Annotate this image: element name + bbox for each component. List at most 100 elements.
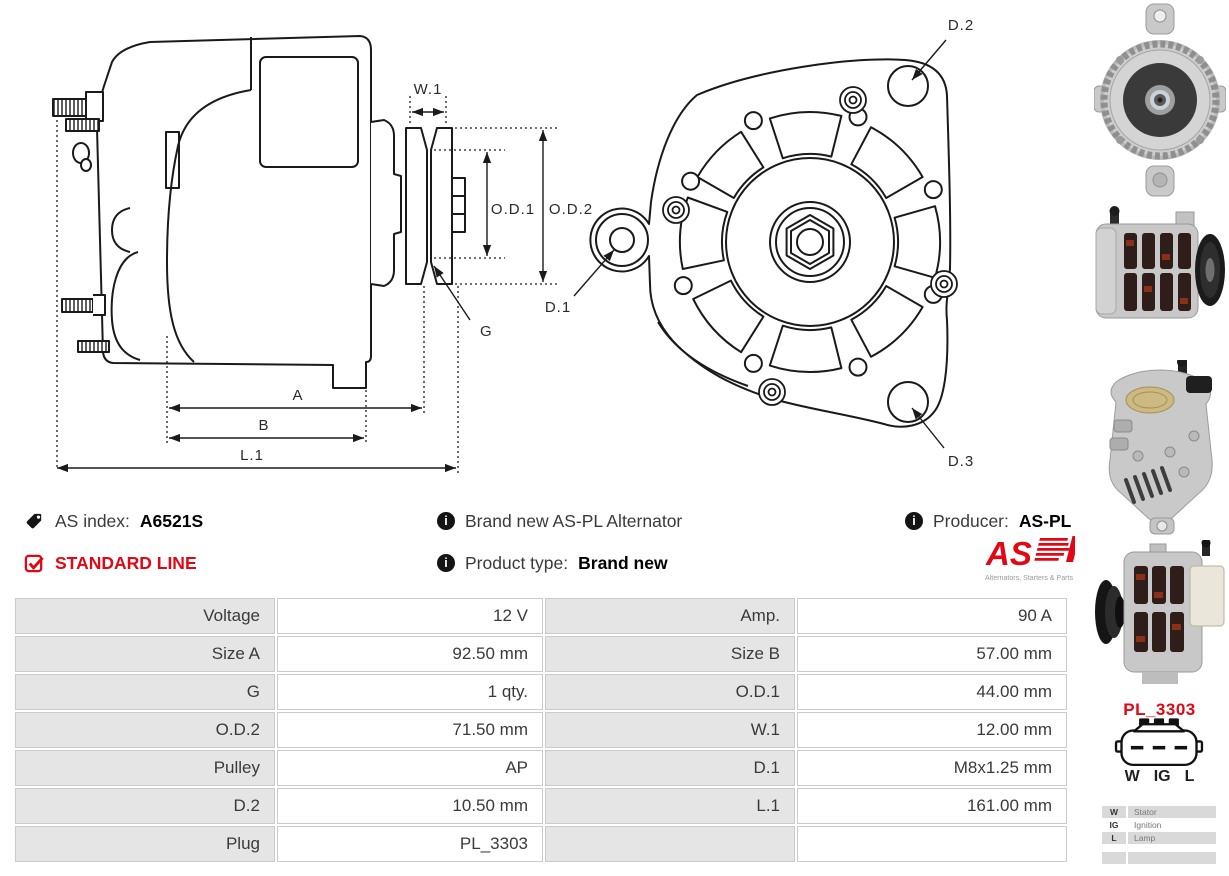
dim-label-d3: D.3 [948,453,974,470]
info-icon [905,512,923,530]
dim-label-w1: W.1 [414,81,443,98]
spec-label-cell: W.1 [545,712,795,748]
dim-label-a: A [292,387,303,404]
dim-label-od1: O.D.1 [491,201,535,218]
producer-label: Producer: [933,510,1009,531]
legend-desc: Lamp [1128,832,1216,844]
legend-desc [1128,852,1216,864]
spec-value-cell: 71.50 mm [277,712,543,748]
spec-label-cell: Voltage [15,598,275,634]
screw-head [848,95,858,105]
spec-label-cell: L.1 [545,788,795,824]
mount-hole [681,171,701,191]
spec-label-cell [545,826,795,862]
as-index-value: A6521S [139,510,204,531]
spec-value-cell: 92.50 mm [277,636,543,672]
product-type-value: Brand new [578,552,668,573]
logo-stripes [1034,536,1075,562]
spec-label-cell: G [15,674,275,710]
legend-desc: Stator [1128,806,1216,818]
spec-label-cell: D.2 [15,788,275,824]
brand-note-text: Brand new AS-PL Alternator [465,510,683,531]
tag-icon [26,513,42,528]
product-type-row: Product type: Brand new [437,551,668,575]
spec-value-cell: M8x1.25 mm [797,750,1067,786]
product-type-label: Product type: [465,552,569,573]
mount-hole [673,276,693,296]
construction-lines [56,96,560,474]
logo-tagline: Alternators, Starters & Parts [985,573,1073,582]
dim-label-g: G [480,323,493,340]
standard-line-label: STANDARD LINE [55,552,197,573]
spec-label-cell: O.D.1 [545,674,795,710]
as-index-label: AS index: [55,510,130,531]
vent-slot [768,324,843,373]
spec-label-cell: Size A [15,636,275,672]
product-photo-side-left [1095,540,1225,684]
pin-label: IG [1153,768,1171,785]
plug-code: PL_3303 [1123,700,1196,719]
screw-head [939,279,949,289]
vent-slot [696,130,765,199]
mount-hole [743,353,763,373]
spec-value-cell: 161.00 mm [797,788,1067,824]
mount-hole [923,180,943,200]
checkbox-checked-icon [24,554,44,572]
spec-label-cell: O.D.2 [15,712,275,748]
plug-connector-diagram [1114,718,1204,767]
product-photo-side-right [1095,206,1225,319]
vent-slot [678,196,729,270]
spec-value-cell: 44.00 mm [797,674,1067,710]
side-view-drawing [52,35,466,389]
dimension-lines [57,107,548,473]
vent-slot [893,205,942,279]
screw-head [671,205,681,215]
vent-slot [692,279,765,354]
pin-label: W [1124,768,1140,785]
legend-desc: Ignition [1128,819,1216,831]
spec-value-cell: AP [277,750,543,786]
plug-legend-row [1102,852,1216,864]
legend-pin: L [1102,832,1126,844]
info-icon [437,554,455,572]
legend-pin: IG [1102,819,1126,831]
legend-pin [1102,852,1126,864]
spec-label-cell: Plug [15,826,275,862]
dim-label-od2: O.D.2 [549,201,593,218]
producer-value: AS-PL [1018,510,1072,531]
spec-value-cell [797,826,1067,862]
product-photo-front [1094,3,1226,197]
front-view-drawing [589,58,958,428]
as-index-row: AS index: A6521S [24,509,203,533]
spec-value-cell: 12.00 mm [797,712,1067,748]
spec-value-cell: 1 qty. [277,674,543,710]
technical-drawing: W.1 O.D.1 O.D.2 G A B L.1 [52,17,974,474]
spec-value-cell: 90 A [797,598,1067,634]
mount-hole [743,111,763,131]
vent-slot [850,285,924,358]
vent-slot [850,126,924,199]
dim-label-d1: D.1 [545,299,571,316]
spec-label-cell: Size B [545,636,795,672]
spec-value-cell: 57.00 mm [797,636,1067,672]
plug-pin-labels: W IG L [1090,768,1229,786]
dim-label-l1: L.1 [240,447,264,464]
product-photo-back [1108,360,1213,535]
as-pl-logo: AS Alternators, Starters & Parts [985,535,1075,582]
dim-label-d2: D.2 [948,17,974,34]
producer-row: Producer: AS-PL [905,509,1071,533]
spec-label-cell: Pulley [15,750,275,786]
legend-pin: W [1102,806,1126,818]
info-icon [437,512,455,530]
front-view-leaders [573,39,947,449]
spec-value-cell: 12 V [277,598,543,634]
logo-text: AS [985,535,1032,572]
spec-label-cell: D.1 [545,750,795,786]
